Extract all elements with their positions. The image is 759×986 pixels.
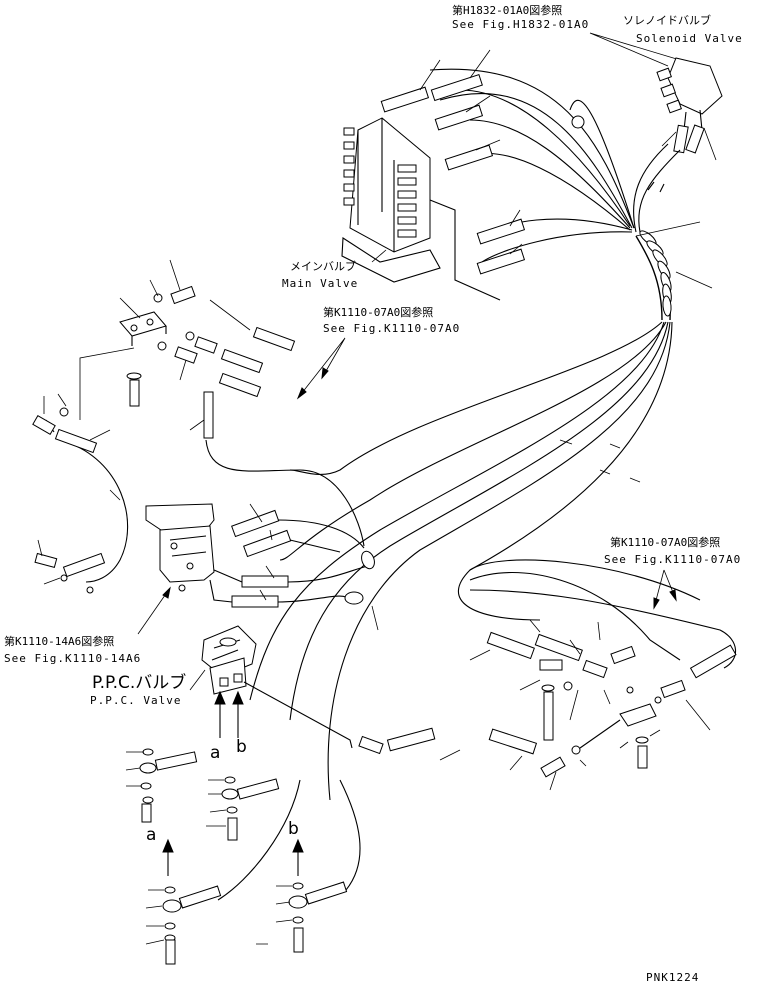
ref-k1110-14-jp: 第K1110-14A6図参照 [4, 634, 114, 648]
fittings-bottom [145, 779, 361, 965]
ref-h1832-en: See Fig.H1832-01A0 [452, 18, 589, 31]
ref-k1110-14-en: See Fig.K1110-14A6 [4, 652, 141, 665]
solenoid-valve [656, 57, 723, 161]
ref-h1832-jp: 第H1832-01A0図参照 [452, 3, 562, 17]
fittings-lower-left [125, 748, 280, 841]
ref-k1110-07-lower-en: See Fig.K1110-07A0 [604, 553, 741, 566]
center-module [145, 503, 379, 631]
ref-k1110-07-upper: 第K1110-07A0図参照 See Fig.K1110-07A0 [296, 305, 460, 400]
ref-k1110-07-lower: 第K1110-07A0図参照 See Fig.K1110-07A0 [604, 535, 741, 610]
ref-h1832: 第H1832-01A0図参照 See Fig.H1832-01A0 [452, 3, 681, 67]
main-valve-jp: メインバルブ [290, 259, 356, 273]
ref-k1110-07-upper-en: See Fig.K1110-07A0 [323, 322, 460, 335]
arrow-markers-lower: a b [146, 819, 304, 876]
ppc-valve-label: P.P.C.バルブ P.P.C. Valve [90, 669, 206, 707]
hose-bundle [249, 68, 713, 801]
marker-b-upper: b [236, 737, 247, 757]
top-hoses [380, 49, 526, 275]
solenoid-valve-jp: ソレノイドバルブ [623, 13, 711, 27]
ppc-valve-jp: P.P.C.バルブ [92, 672, 186, 693]
arrow-markers-upper: a b [210, 690, 247, 763]
ppc-valve [201, 625, 353, 749]
left-fittings [32, 259, 365, 594]
ppc-valve-en: P.P.C. Valve [90, 694, 181, 707]
solenoid-valve-label: ソレノイドバルブ Solenoid Valve [623, 13, 743, 45]
marker-a-upper: a [210, 743, 220, 763]
right-hoses [358, 559, 737, 791]
ref-k1110-07-lower-jp: 第K1110-07A0図参照 [610, 535, 720, 549]
marker-b-lower: b [288, 819, 299, 839]
ref-k1110-07-upper-jp: 第K1110-07A0図参照 [323, 305, 433, 319]
marker-a-lower: a [146, 825, 156, 845]
drawing-code: PNK1224 [646, 971, 699, 984]
ref-k1110-14: 第K1110-14A6図参照 See Fig.K1110-14A6 [4, 586, 171, 665]
main-valve-label: メインバルブ Main Valve [282, 249, 387, 290]
solenoid-valve-en: Solenoid Valve [636, 32, 743, 45]
main-valve-en: Main Valve [282, 277, 358, 290]
main-valve [341, 117, 501, 301]
